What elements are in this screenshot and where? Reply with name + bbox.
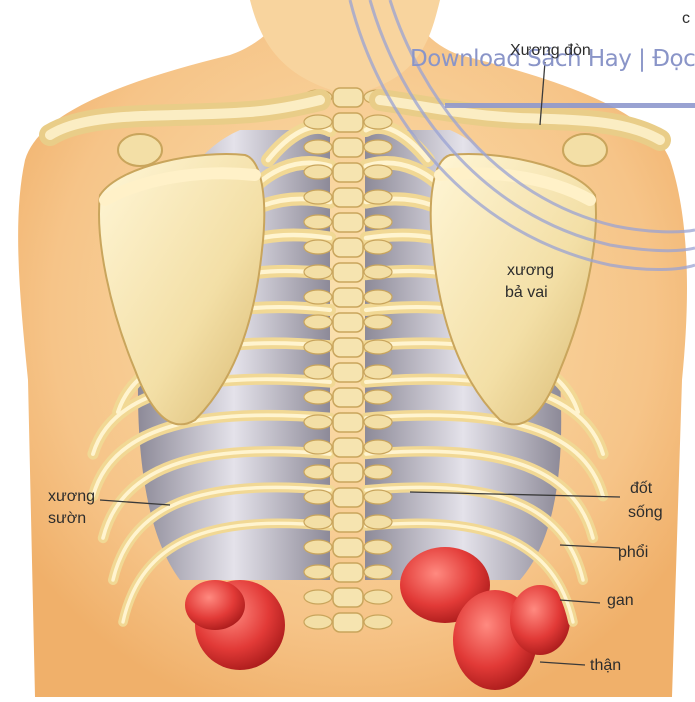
vertebra-process	[364, 415, 392, 429]
vertebra-process	[304, 265, 332, 279]
label-rib-line1: xương	[48, 488, 95, 506]
vertebra-process	[364, 240, 392, 254]
vertebra	[333, 188, 363, 207]
vertebra	[333, 263, 363, 282]
vertebra-process	[364, 140, 392, 154]
label-corner-fragment: c	[682, 10, 690, 28]
vertebra-process	[364, 165, 392, 179]
vertebra	[333, 338, 363, 357]
vertebra-process	[304, 465, 332, 479]
vertebra-process	[364, 440, 392, 454]
vertebra	[333, 513, 363, 532]
label-clavicle: Xương đòn	[510, 42, 591, 60]
vertebra	[333, 438, 363, 457]
vertebra	[333, 388, 363, 407]
vertebra	[333, 588, 363, 607]
vertebra-process	[304, 515, 332, 529]
vertebra-process	[364, 265, 392, 279]
vertebra	[333, 488, 363, 507]
shoulder-joint-right	[563, 134, 607, 166]
vertebra-process	[364, 315, 392, 329]
vertebra	[333, 88, 363, 107]
vertebra	[333, 538, 363, 557]
vertebra	[333, 613, 363, 632]
vertebra	[333, 138, 363, 157]
vertebra	[333, 288, 363, 307]
vertebra-process	[304, 540, 332, 554]
vertebra	[333, 113, 363, 132]
vertebra-process	[364, 540, 392, 554]
vertebra-process	[364, 340, 392, 354]
vertebra	[333, 238, 363, 257]
label-scapula-line1: xương	[507, 262, 554, 280]
liver-left-lobe	[185, 580, 245, 630]
vertebra-process	[304, 140, 332, 154]
vertebra-process	[304, 165, 332, 179]
label-vertebra-line2: sống	[628, 504, 663, 522]
vertebra-process	[304, 490, 332, 504]
vertebra-process	[304, 415, 332, 429]
vertebra-process	[304, 440, 332, 454]
label-scapula-line2: bả vai	[505, 284, 548, 302]
vertebra-process	[364, 115, 392, 129]
label-lung: phổi	[618, 544, 648, 562]
vertebra-process	[364, 290, 392, 304]
vertebra-process	[304, 240, 332, 254]
vertebra-process	[304, 340, 332, 354]
vertebra	[333, 563, 363, 582]
vertebra-process	[364, 365, 392, 379]
vertebra-process	[304, 115, 332, 129]
vertebra	[333, 413, 363, 432]
vertebra-process	[364, 590, 392, 604]
label-kidney: thận	[590, 657, 621, 675]
vertebra-process	[364, 390, 392, 404]
vertebra	[333, 213, 363, 232]
vertebra-process	[304, 565, 332, 579]
vertebra-process	[304, 390, 332, 404]
vertebra	[333, 313, 363, 332]
vertebra	[333, 363, 363, 382]
vertebra-process	[364, 215, 392, 229]
vertebra-process	[304, 290, 332, 304]
vertebra-process	[364, 615, 392, 629]
shoulder-joint-left	[118, 134, 162, 166]
vertebra	[333, 463, 363, 482]
vertebra-process	[364, 515, 392, 529]
watermark-bar	[445, 103, 695, 108]
vertebra	[333, 163, 363, 182]
vertebra-process	[304, 365, 332, 379]
vertebra-process	[304, 215, 332, 229]
vertebra-process	[304, 590, 332, 604]
vertebra-process	[304, 315, 332, 329]
label-liver: gan	[607, 592, 634, 610]
vertebra-process	[304, 615, 332, 629]
label-rib-line2: sườn	[48, 510, 86, 528]
label-vertebra-line1: đốt	[630, 480, 652, 498]
vertebra-process	[364, 490, 392, 504]
vertebra-process	[364, 190, 392, 204]
vertebra-process	[364, 565, 392, 579]
vertebra-process	[364, 465, 392, 479]
vertebra-process	[304, 190, 332, 204]
